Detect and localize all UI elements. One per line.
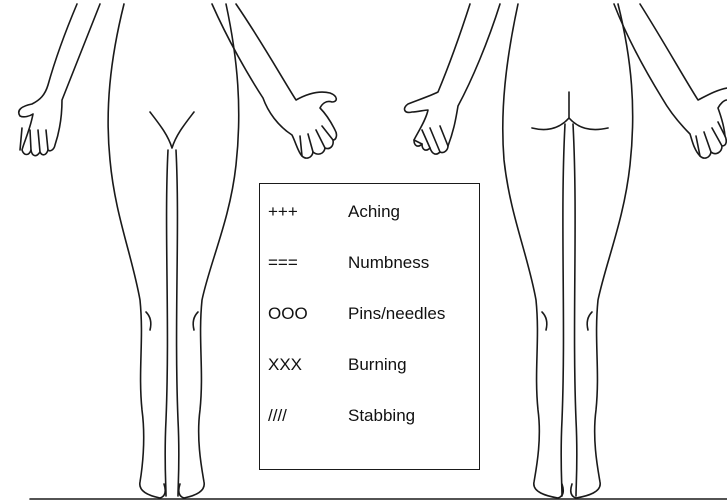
legend-symbol: //// bbox=[268, 406, 287, 426]
front-left-leg-outer bbox=[108, 4, 165, 498]
front-left-fingers bbox=[20, 128, 48, 152]
back-right-leg-outer bbox=[571, 4, 633, 498]
legend-item-aching: +++ Aching bbox=[260, 198, 479, 228]
front-right-leg-outer bbox=[179, 4, 239, 498]
legend-label: Numbness bbox=[348, 253, 429, 273]
legend-box: +++ Aching === Numbness OOO Pins/needles… bbox=[259, 183, 480, 470]
back-knees bbox=[542, 312, 592, 330]
legend-label: Aching bbox=[348, 202, 400, 222]
back-inner-legs bbox=[561, 124, 577, 496]
legend-item-pins-needles: OOO Pins/needles bbox=[260, 300, 479, 330]
back-left-leg-outer bbox=[503, 4, 563, 498]
front-inner-legs bbox=[165, 150, 179, 496]
legend-item-numbness: === Numbness bbox=[260, 249, 479, 279]
legend-label: Stabbing bbox=[348, 406, 415, 426]
legend-label: Burning bbox=[348, 355, 407, 375]
legend-symbol: === bbox=[268, 253, 298, 273]
legend-symbol: OOO bbox=[268, 304, 308, 324]
back-left-arm bbox=[405, 4, 500, 154]
legend-label: Pins/needles bbox=[348, 304, 445, 324]
legend-item-stabbing: //// Stabbing bbox=[260, 402, 479, 432]
front-knees bbox=[146, 312, 198, 330]
legend-item-burning: XXX Burning bbox=[260, 351, 479, 381]
back-buttocks bbox=[532, 118, 608, 130]
front-groin bbox=[150, 112, 194, 148]
front-right-fingers bbox=[300, 126, 333, 156]
legend-symbol: +++ bbox=[268, 202, 298, 222]
legend-symbol: XXX bbox=[268, 355, 302, 375]
